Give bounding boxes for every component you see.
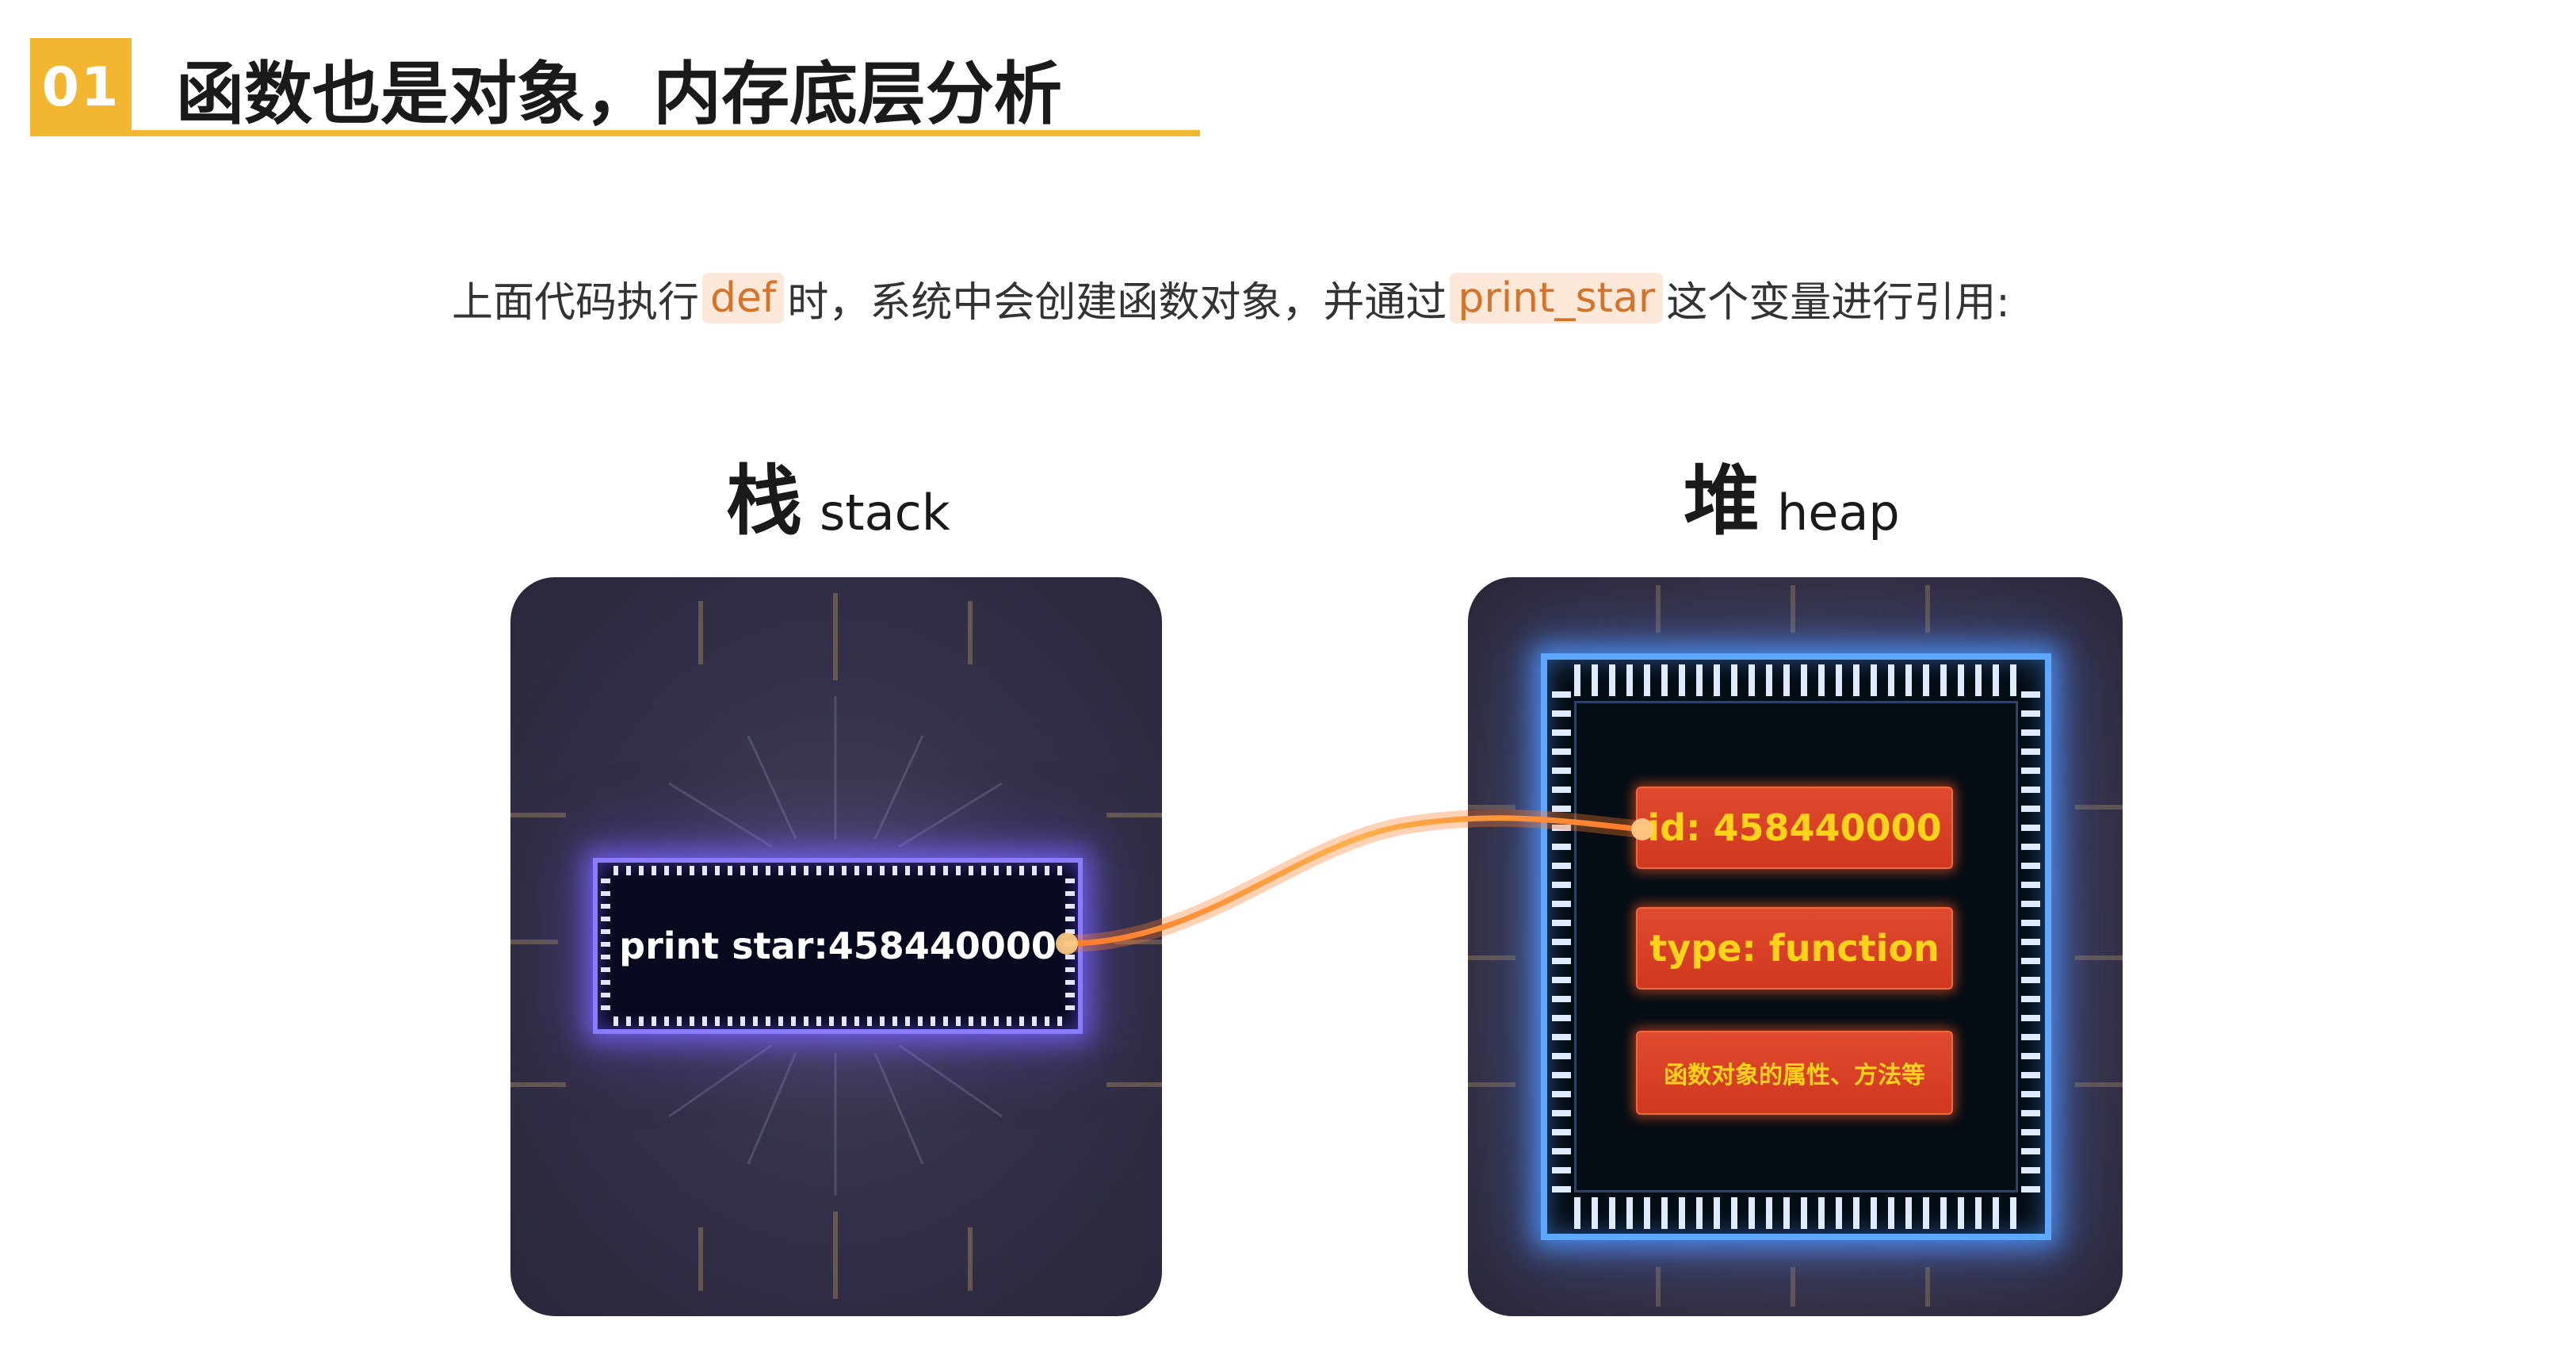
chip-pins [1574, 1197, 2018, 1229]
chip-pins [1552, 691, 1571, 1202]
chip-pins [613, 866, 1062, 875]
heap-circuit-background [1468, 585, 2123, 1307]
intro-prefix: 上面代码执行 [452, 278, 700, 327]
heap-heading: 堆 heap [1684, 444, 1900, 539]
stack-heading: 栈 stack [726, 444, 950, 539]
stack-heading-zh: 栈 [726, 457, 802, 546]
code-var-chip: print_star [1450, 273, 1664, 323]
chip-pins [601, 879, 610, 1013]
intro-suffix: 这个变量进行引用: [1666, 278, 2010, 327]
heap-field-attributes: 函数对象的属性、方法等 [1636, 1031, 1953, 1115]
heap-field-id: id: 458440000 [1636, 787, 1953, 869]
chip-pins [1574, 664, 2018, 696]
heap-field-type: type: function [1636, 907, 1953, 990]
stack-panel: print star:458440000 [510, 577, 1162, 1316]
intro-middle: 时，系统中会创建函数对象，并通过 [787, 278, 1447, 327]
heap-heading-en: heap [1777, 484, 1900, 542]
heap-heading-zh: 堆 [1684, 457, 1760, 546]
stack-variable-entry: print star:458440000 [619, 925, 1057, 967]
code-def-chip: def [702, 273, 785, 323]
heap-panel: id: 458440000 type: function 函数对象的属性、方法等 [1468, 577, 2123, 1316]
section-number-badge: 01 [30, 38, 132, 136]
chip-inner-frame [1574, 701, 2018, 1192]
stack-heading-en: stack [820, 484, 950, 542]
page-title: 函数也是对象，内存底层分析 [176, 54, 1062, 134]
stack-frame-chip: print star:458440000 [593, 858, 1083, 1034]
intro-sentence: 上面代码执行 def 时，系统中会创建函数对象，并通过 print_star 这… [452, 266, 2010, 330]
chip-pins [2021, 691, 2040, 1202]
chip-pins [613, 1016, 1062, 1026]
title-underline [132, 130, 1200, 136]
